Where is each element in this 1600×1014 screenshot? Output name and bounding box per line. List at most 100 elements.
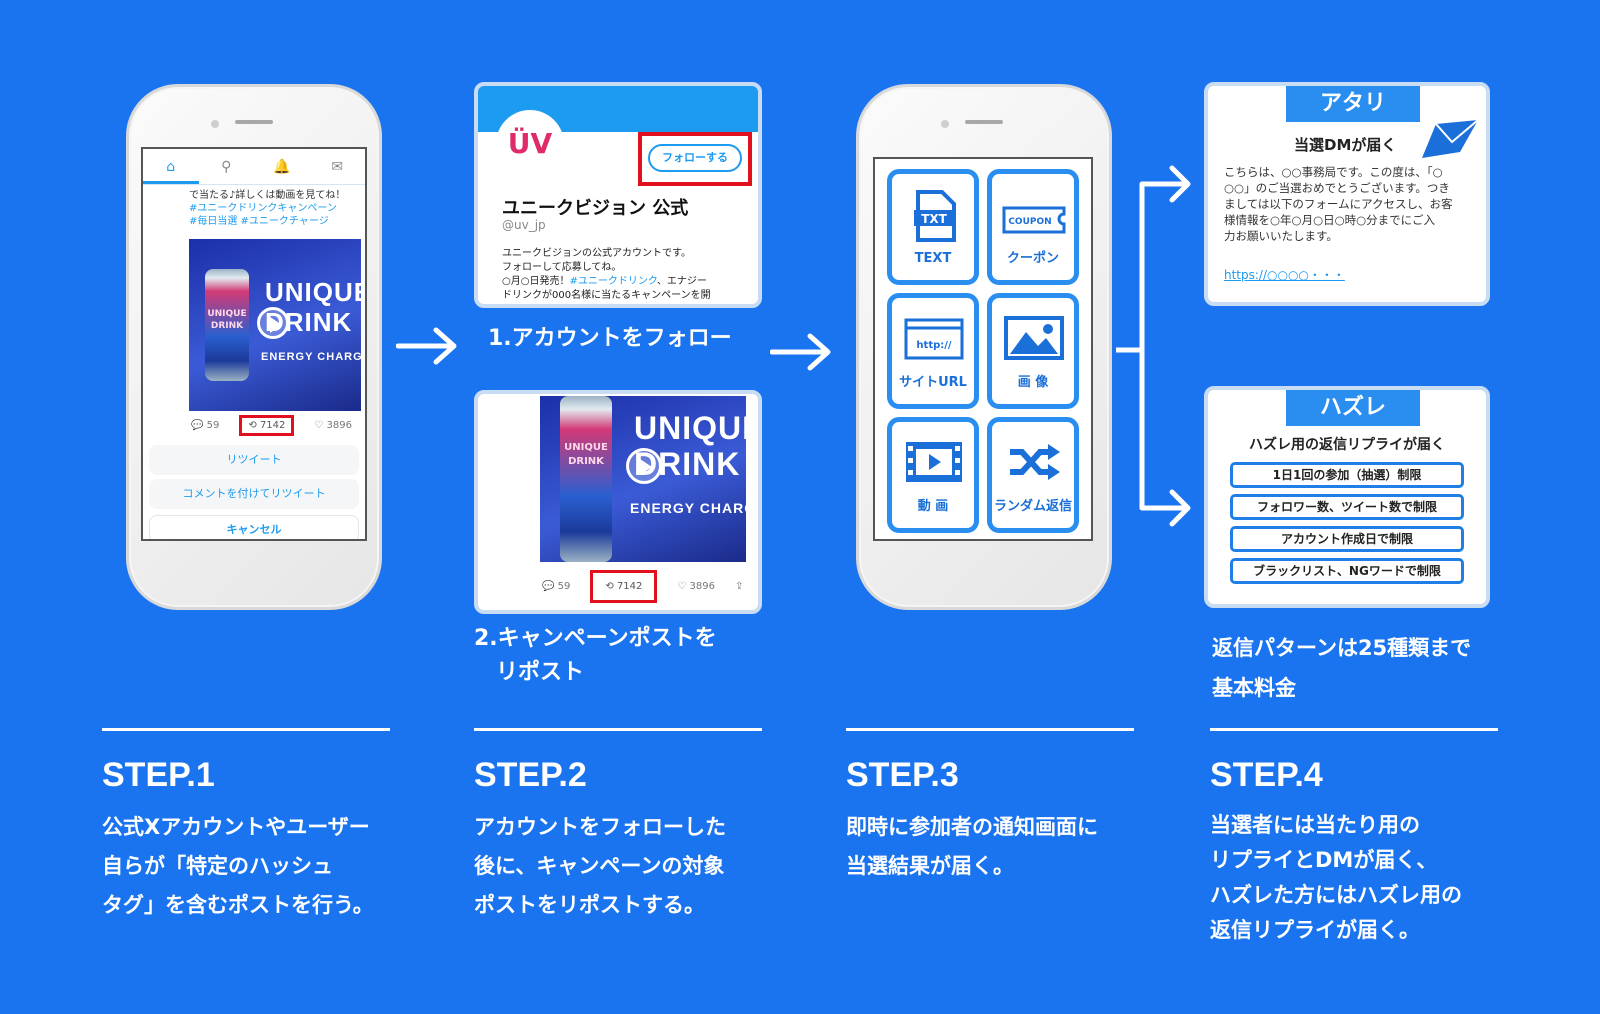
quote-retweet-option[interactable]: コメントを付けてリツイート [149,479,359,509]
step4-heading: STEP.4 [1210,756,1323,794]
lose-title: ハズレ [1286,390,1420,426]
profile-bio-3: ○月○日発売！#ユニークドリンク、エナジー [502,276,707,287]
text-reply-button[interactable]: TXT TEXT [887,169,979,285]
can-label-2: DRINK [568,456,604,467]
follow-highlight [638,132,752,186]
step3-heading: STEP.3 [846,756,959,794]
post-panel: UNIQUE DRINK UNIQUE DRINK ENERGY CHARGE … [474,390,762,614]
step3-phone: TXT TEXT COUPON クーポン http:// サイトURL 画 像 … [856,84,1112,610]
can-label-2: DRINK [210,321,244,331]
svg-text:TXT: TXT [921,212,947,226]
profile-bio-2: フォローして応募してね。 [502,262,622,273]
search-icon[interactable]: ⚲ [221,159,232,175]
step3-description: 即時に参加者の通知画面に 当選結果が届く。 [846,815,1098,878]
like-count[interactable]: ♡ 3896 [677,581,715,592]
win-dm-link[interactable]: https://○○○○・・・ [1224,268,1345,282]
random-reply-label: ランダム返信 [993,499,1072,514]
coupon-reply-button[interactable]: COUPON クーポン [987,169,1079,285]
post-video[interactable]: UNIQUE DRINK UNIQUE DRINK ENERGY CHARGE [540,396,746,562]
coupon-label: クーポン [1006,251,1059,266]
text-label: TEXT [914,251,952,266]
coupon-icon: COUPON [1002,206,1066,234]
drink-can: UNIQUE DRINK [560,396,612,562]
drink-can: UNIQUE DRINK [205,269,249,381]
tweet-actions: 💬 59 ⟲ 7142 ♡ 3896 ⇪ [191,415,365,436]
step1-heading: STEP.1 [102,756,215,794]
step2-divider [474,728,762,731]
win-panel: アタリ 当選DMが届く こちらは、○○事務局です。この度は、「○ ○○」のご当選… [1204,82,1490,306]
arrow-right-icon [770,333,831,371]
image-label: 画 像 [1017,375,1049,390]
video-reply-button[interactable]: 動 画 [887,417,979,533]
step4-description: 当選者には当たり用の リプライとDMが届く、 ハズレた方にはハズレ用の 返信リプ… [1210,813,1462,942]
tab-bar: ⌂ ⚲ 🔔 ✉ [143,149,365,185]
brand-line-1: UNIQUE [265,277,361,307]
limit-followers: フォロワー数、ツイート数で制限 [1230,494,1464,520]
phone-speaker [235,120,273,124]
phone-speaker [965,120,1003,124]
can-label-1: UNIQUE [564,442,608,453]
browser-url-icon: http:// [904,318,964,360]
phone-camera [941,120,949,128]
svg-text:http://: http:// [916,340,951,351]
play-icon[interactable] [257,307,289,339]
step1-description: 公式Xアカウントやユーザー 自らが「特定のハッシュ タグ」を含むポストを行う。 [102,815,374,917]
shuffle-icon [1010,444,1060,480]
document-txt-icon: TXT [914,190,956,242]
step2-description: アカウントをフォローした 後に、キャンペーンの対象 ポストをリポストする。 [474,815,726,917]
cancel-button[interactable]: キャンセル [149,515,359,539]
site-url-label: サイトURL [899,375,967,390]
home-icon[interactable]: ⌂ [143,149,199,184]
tweet-video[interactable]: UNIQUE DRINK UNIQUE DRINK ENERGY CHARGE [189,239,361,411]
tweet-text: で当たる♪詳しくは動画を見てね！ [189,190,346,201]
limit-blacklist: ブラックリスト、NGワードで制限 [1230,558,1464,584]
step2-caption-repost: 2.キャンペーンポストを リポスト [474,626,717,685]
reply-count[interactable]: 💬 59 [191,420,220,431]
svg-text:COUPON: COUPON [1008,217,1051,227]
notification-icon[interactable]: 🔔 [273,159,291,175]
lose-subtitle: ハズレ用の返信リプライが届く [1249,437,1445,453]
follow-button[interactable]: フォローする [648,144,742,172]
profile-bio-1: ユニークビジョンの公式アカウントです。 [502,248,691,259]
lose-panel: ハズレ ハズレ用の返信リプライが届く 1日1回の参加（抽選）制限 フォロワー数、… [1204,386,1490,608]
profile-handle: @uv_jp [502,218,546,232]
win-dm-body: こちらは、○○事務局です。この度は、「○ ○○」のご当選おめでとうございます。つ… [1224,165,1453,243]
random-reply-button[interactable]: ランダム返信 [987,417,1079,533]
brand-line-3: ENERGY CHARGE [261,351,361,363]
video-icon [906,442,962,482]
step2-heading: STEP.2 [474,756,587,794]
post-actions: 💬 59 ⟲ 7142 ♡ 3896 ⇪ [542,570,758,603]
arrow-right-icon [396,327,457,365]
step1-phone: ⌂ ⚲ 🔔 ✉ で当たる♪詳しくは動画を見てね！ #ユニークドリンクキャンペーン… [126,84,382,610]
like-count[interactable]: ♡ 3896 [314,420,352,431]
profile-avatar: ÜV [496,110,564,178]
mail-icon[interactable]: ✉ [331,159,344,175]
can-label-1: UNIQUE [207,309,247,319]
win-subtitle: 当選DMが届く [1294,136,1397,154]
reply-count[interactable]: 💬 59 [542,581,571,592]
step1-divider [102,728,390,731]
video-label: 動 画 [917,499,949,514]
image-icon [1004,316,1064,360]
profile-bio-4: ドリンクが000名様に当たるキャンペーンを開 [502,290,711,301]
step2-caption-follow: 1.アカウントをフォロー [488,326,732,351]
share-icon[interactable]: ⇪ [735,581,744,592]
profile-panel: ÜV フォローする ユニークビジョン 公式 @uv_jp ユニークビジョンの公式… [474,82,762,308]
profile-hashtag[interactable]: #ユニークドリンク [569,276,657,287]
step1-screen: ⌂ ⚲ 🔔 ✉ で当たる♪詳しくは動画を見てね！ #ユニークドリンクキャンペーン… [141,147,367,541]
reply-pattern-note: 返信パターンは25種類まで 基本料金 [1212,636,1472,700]
brand-line-1: UNIQUE [634,410,746,446]
step3-screen: TXT TEXT COUPON クーポン http:// サイトURL 画 像 … [873,157,1093,541]
brand-line-3: ENERGY CHARGE [630,500,746,516]
site-url-reply-button[interactable]: http:// サイトURL [887,293,979,409]
phone-camera [211,120,219,128]
branch-arrow-icon [1116,165,1191,527]
retweet-count-highlight[interactable]: ⟲ 7142 [239,415,295,436]
limit-daily: 1日1回の参加（抽選）制限 [1230,462,1464,488]
tweet-hashtags[interactable]: #ユニークドリンクキャンペーン #毎日当選 #ユニークチャージ [189,203,337,227]
play-icon[interactable] [626,448,662,484]
retweet-count-highlight[interactable]: ⟲ 7142 [590,570,658,603]
step3-divider [846,728,1134,731]
retweet-option[interactable]: リツイート [149,445,359,475]
image-reply-button[interactable]: 画 像 [987,293,1079,409]
